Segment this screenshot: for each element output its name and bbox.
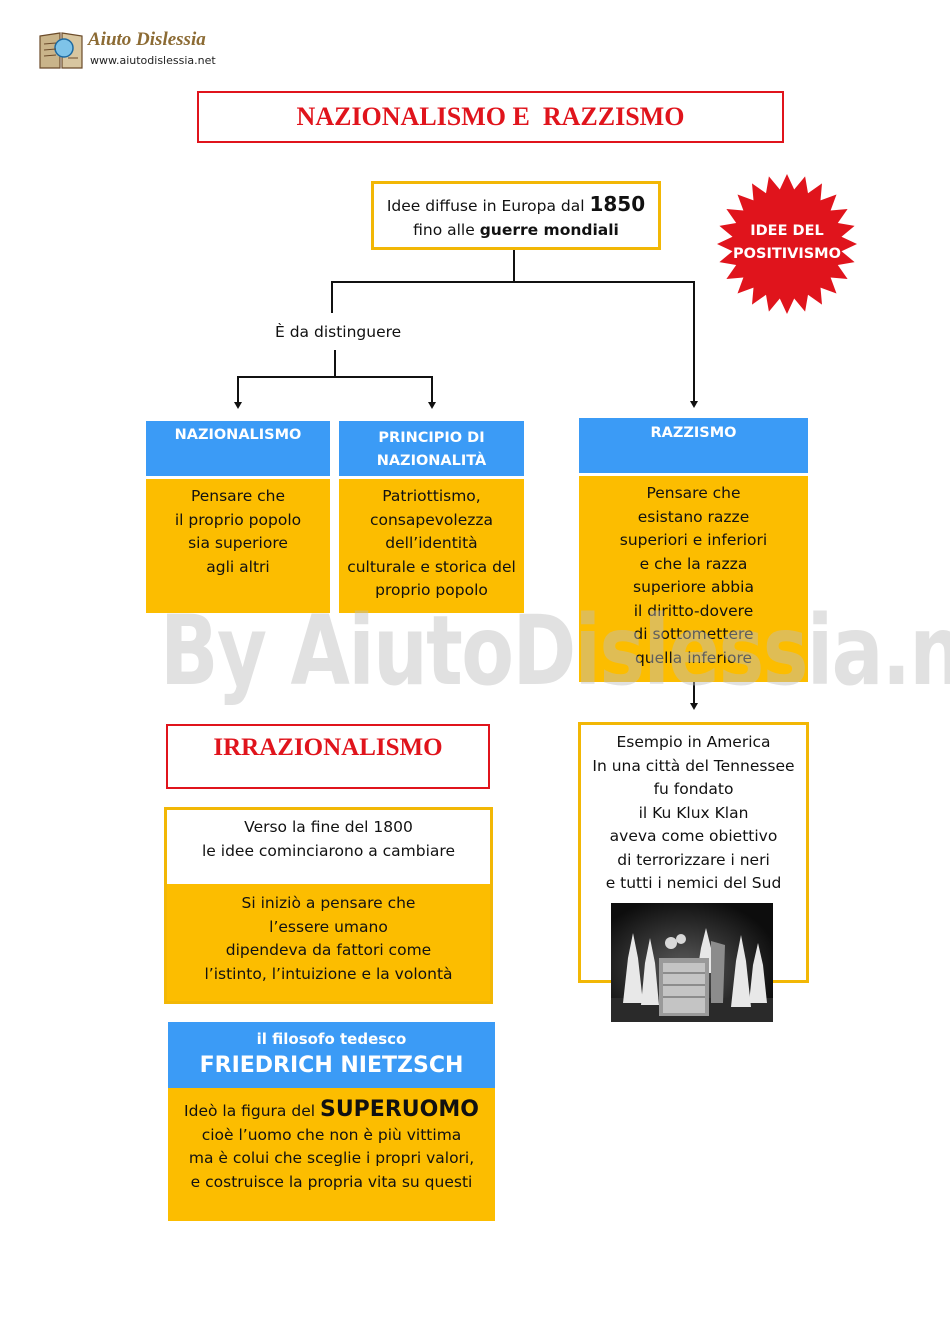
left-drop bbox=[331, 281, 333, 313]
nietzsche-line: cioè l’uomo che non è più vittima bbox=[201, 1125, 462, 1144]
nazionalismo-line: sia superiore bbox=[188, 534, 288, 552]
page-title: NAZIONALISMO E RAZZISMO bbox=[197, 91, 784, 143]
razzismo-header-text: RAZZISMO bbox=[650, 425, 737, 441]
example-line: fu fondato bbox=[653, 780, 734, 798]
root-text-before: Idee diffuse in Europa dal bbox=[386, 197, 590, 215]
starburst-line-2: POSITIVISMO bbox=[733, 246, 841, 262]
example-line: il Ku Klux Klan bbox=[638, 803, 749, 822]
root-line-1: Idee diffuse in Europa dal 1850 bbox=[374, 192, 658, 219]
root-line2-bold: guerre mondiali bbox=[479, 220, 619, 239]
nietzsche-line-1: Ideò la figura del SUPERUOMO bbox=[168, 1098, 495, 1124]
example-line: In una città del Tennessee bbox=[592, 756, 795, 775]
irrazionalismo-line: dipendeva da fattori come bbox=[225, 941, 432, 959]
irrazionalismo-title: IRRAZIONALISMO bbox=[166, 724, 490, 789]
razzismo-line: Pensare che bbox=[646, 484, 741, 502]
razzismo-header: RAZZISMO bbox=[579, 418, 808, 473]
kkk-photo bbox=[611, 903, 773, 1022]
nietzsche-subtitle: il filosofo tedesco bbox=[256, 1030, 407, 1048]
nietzsche-body: Ideò la figura del SUPERUOMO cioè l’uomo… bbox=[168, 1088, 495, 1221]
irrazionalismo-body: Si iniziò a pensare che l’essere umano d… bbox=[167, 892, 490, 1002]
principio-line: culturale e storica del bbox=[347, 557, 516, 576]
razzismo-line: esistano razze bbox=[637, 507, 750, 526]
root-stem bbox=[513, 250, 515, 281]
razzismo-line: superiori e inferiori bbox=[619, 531, 768, 549]
starburst-line-1: IDEE DEL bbox=[750, 223, 824, 239]
nietzsche-card: il filosofo tedesco FRIEDRICH NIETZSCH I… bbox=[168, 1022, 495, 1221]
distinguish-drop bbox=[334, 350, 336, 377]
principio-header: PRINCIPIO DI NAZIONALITÀ bbox=[339, 421, 524, 476]
razzismo-drop bbox=[693, 281, 695, 402]
root-line-2: fino alle guerre mondiali bbox=[374, 219, 658, 243]
positivismo-starburst: IDEE DEL POSITIVISMO bbox=[716, 173, 858, 315]
irrazionalismo-title-text: IRRAZIONALISMO bbox=[213, 734, 443, 761]
nazionalismo-header: NAZIONALISMO bbox=[146, 421, 330, 476]
page-title-text: NAZIONALISMO E RAZZISMO bbox=[296, 102, 685, 131]
principio-header-line-1: PRINCIPIO DI bbox=[378, 430, 485, 446]
nazionalismo-header-text: NAZIONALISMO bbox=[174, 427, 302, 443]
starburst-shape bbox=[717, 174, 857, 314]
principio-line: Patriottismo, bbox=[382, 487, 481, 505]
irrazionalismo-intro-line: le idee cominciarono a cambiare bbox=[202, 841, 455, 860]
right-branch bbox=[431, 376, 433, 403]
nietzsche-name: FRIEDRICH NIETZSCH bbox=[199, 1053, 464, 1078]
example-line: di terrorizzare i neri bbox=[617, 850, 770, 869]
irrazionalismo-box: Verso la fine del 1800 le idee cominciar… bbox=[164, 807, 493, 1004]
razzismo-line: di sottomettere bbox=[633, 625, 754, 643]
arrow-nazionalismo bbox=[234, 402, 242, 409]
mid-horizontal bbox=[237, 376, 433, 378]
example-drop bbox=[693, 682, 695, 704]
principio-line: proprio popolo bbox=[375, 581, 488, 599]
example-line: e tutti i nemici del Sud bbox=[605, 874, 782, 892]
nazionalismo-line: agli altri bbox=[206, 557, 270, 576]
principio-line: dell’identità bbox=[385, 534, 478, 552]
razzismo-line: e che la razza bbox=[639, 554, 748, 573]
starburst-polygon bbox=[717, 174, 857, 314]
principio-card: PRINCIPIO DI NAZIONALITÀ Patriottismo, c… bbox=[339, 421, 524, 613]
root-year: 1850 bbox=[589, 192, 646, 216]
superuomo-label: SUPERUOMO bbox=[319, 1097, 479, 1122]
principio-header-line-2: NAZIONALITÀ bbox=[376, 453, 487, 469]
top-horizontal bbox=[331, 281, 695, 283]
root-line2-before: fino alle bbox=[413, 220, 480, 239]
nietzsche-header: il filosofo tedesco FRIEDRICH NIETZSCH bbox=[168, 1022, 495, 1088]
starburst-label: IDEE DEL POSITIVISMO bbox=[716, 220, 858, 266]
irrazionalismo-intro-line: Verso la fine del 1800 bbox=[244, 818, 413, 836]
example-box: Esempio in America In una città del Tenn… bbox=[578, 722, 809, 983]
example-line: Esempio in America bbox=[616, 733, 771, 751]
razzismo-line: superiore abbia bbox=[633, 578, 754, 596]
nietzsche-line: ma è colui che sceglie i propri valori, bbox=[188, 1149, 475, 1167]
nazionalismo-line: il proprio popolo bbox=[174, 510, 302, 529]
principio-body: Patriottismo, consapevolezza dell’identi… bbox=[339, 479, 524, 613]
example-line: aveva come obiettivo bbox=[609, 827, 778, 845]
logo-url: www.aiutodislessia.net bbox=[90, 54, 216, 67]
left-branch bbox=[237, 376, 239, 403]
razzismo-card: RAZZISMO Pensare che esistano razze supe… bbox=[579, 418, 808, 682]
irrazionalismo-line: l’istinto, l’intuizione e la volontà bbox=[204, 964, 453, 983]
nazionalismo-line: Pensare che bbox=[190, 487, 286, 505]
arrow-principio bbox=[428, 402, 436, 409]
razzismo-body: Pensare che esistano razze superiori e i… bbox=[579, 476, 808, 682]
nazionalismo-body: Pensare che il proprio popolo sia superi… bbox=[146, 479, 330, 613]
irrazionalismo-line: Si iniziò a pensare che bbox=[241, 894, 416, 912]
nazionalismo-card: NAZIONALISMO Pensare che il proprio popo… bbox=[146, 421, 330, 613]
irrazionalismo-line: l’essere umano bbox=[269, 917, 388, 936]
root-box: Idee diffuse in Europa dal 1850 fino all… bbox=[371, 181, 661, 250]
logo-name: Aiuto Dislessia bbox=[88, 29, 206, 50]
distinguish-label: È da distinguere bbox=[275, 323, 402, 341]
razzismo-line: il diritto-dovere bbox=[633, 601, 754, 620]
book-icon bbox=[38, 30, 84, 70]
nietzsche-line1-before: Ideò la figura del bbox=[184, 1102, 320, 1120]
arrow-example bbox=[690, 703, 698, 710]
principio-line: consapevolezza bbox=[369, 510, 494, 529]
logo: Aiuto Dislessia www.aiutodislessia.net bbox=[38, 28, 228, 72]
irrazionalismo-intro: Verso la fine del 1800 le idee cominciar… bbox=[167, 810, 490, 884]
arrow-razzismo bbox=[690, 401, 698, 408]
nietzsche-line: e costruisce la propria vita su questi bbox=[190, 1172, 473, 1191]
razzismo-line: quella inferiore bbox=[634, 648, 753, 667]
